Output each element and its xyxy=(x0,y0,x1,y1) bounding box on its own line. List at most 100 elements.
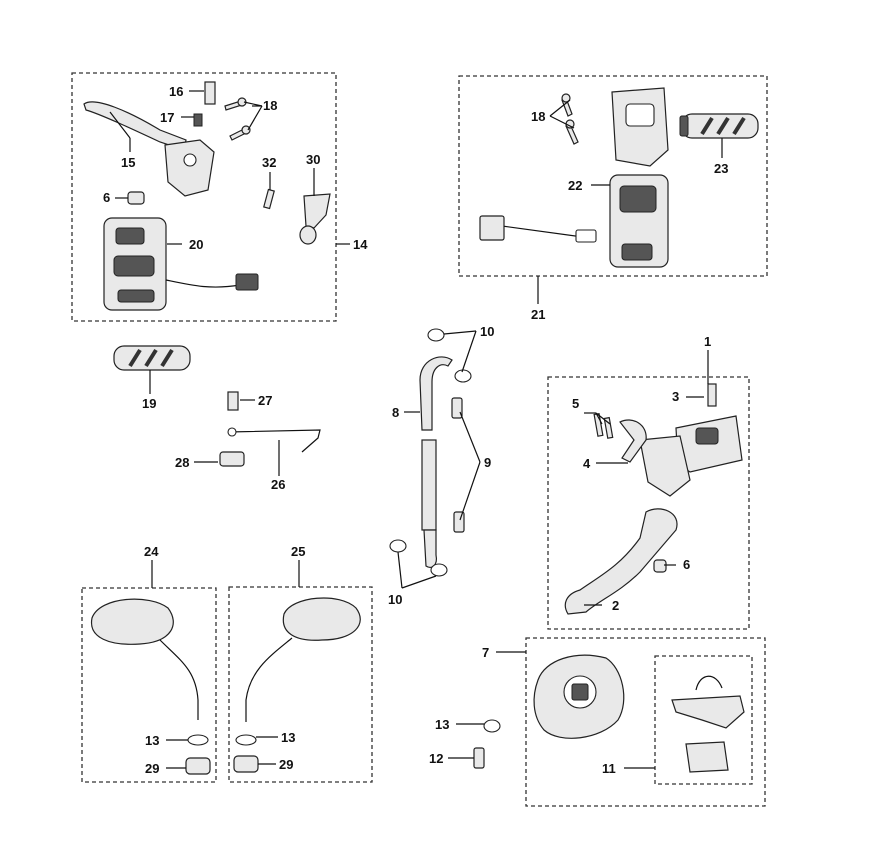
label-24: 24 xyxy=(144,544,159,559)
switch-button-part xyxy=(115,227,145,245)
label-18-left: 18 xyxy=(263,98,277,113)
washer-10-c-part xyxy=(389,539,407,553)
washer-13-left-part xyxy=(187,734,209,746)
label-13-caliper: 13 xyxy=(435,717,449,732)
washer-10-d-part xyxy=(430,563,448,577)
right-switch-button-part xyxy=(619,185,657,213)
label-18-right: 18 xyxy=(531,109,545,124)
bolt-16-part xyxy=(204,81,216,105)
throttle-housing-part xyxy=(611,87,669,167)
label-29-left: 29 xyxy=(145,761,159,776)
label-13-left: 13 xyxy=(145,733,159,748)
screw-32-part xyxy=(263,188,275,210)
nut-29-right-part xyxy=(233,755,259,773)
label-21: 21 xyxy=(531,307,545,322)
washer-10-a-part xyxy=(427,328,445,342)
master-cylinder-body-part xyxy=(639,435,691,497)
banjo-bolt-9-a-part xyxy=(451,397,463,419)
washer-13-caliper-part xyxy=(483,719,501,733)
right-mirror-head-part xyxy=(282,597,361,641)
label-8: 8 xyxy=(392,405,399,420)
brake-hose-lower-part xyxy=(421,439,437,531)
screws-18-right-part xyxy=(561,93,579,145)
bolt-12-part xyxy=(473,747,485,769)
lever-perch-part xyxy=(164,139,215,197)
label-2: 2 xyxy=(612,598,619,613)
label-14: 14 xyxy=(353,237,368,252)
banjo-bolt-9-b-part xyxy=(453,511,465,533)
caliper-piston-center-part xyxy=(571,683,589,701)
label-4: 4 xyxy=(583,456,591,471)
caliper-group-box xyxy=(525,637,766,807)
label-7: 7 xyxy=(482,645,489,660)
left-switch-connector-part xyxy=(235,273,259,291)
left-grip-pattern-part xyxy=(128,348,174,368)
nut-17-part xyxy=(193,113,203,127)
brake-hose-end-part xyxy=(423,529,437,568)
leader-lines xyxy=(109,90,723,769)
screws-18-left-part xyxy=(224,97,251,141)
label-15: 15 xyxy=(121,155,135,170)
label-16: 16 xyxy=(169,84,183,99)
bracket-30-part xyxy=(303,193,331,229)
right-switch-group-box xyxy=(458,75,768,277)
pad-spring-part xyxy=(695,675,723,691)
screws-5-part xyxy=(593,412,614,439)
label-32: 32 xyxy=(262,155,276,170)
label-9: 9 xyxy=(484,455,491,470)
label-1: 1 xyxy=(704,334,711,349)
brake-pad-upper-part xyxy=(671,695,745,729)
brake-hose-upper-part xyxy=(419,356,453,431)
washer-10-b-part xyxy=(454,369,472,383)
switch-rocker-part xyxy=(113,255,155,277)
label-30: 30 xyxy=(306,152,320,167)
label-5: 5 xyxy=(572,396,579,411)
brake-pad-group-box xyxy=(654,655,753,785)
label-29-right: 29 xyxy=(279,757,293,772)
label-23: 23 xyxy=(714,161,728,176)
rod-26-part xyxy=(227,429,321,453)
screw-3-part xyxy=(707,383,717,407)
master-cylinder-group-box xyxy=(547,376,750,630)
throttle-housing-window-part xyxy=(625,103,655,127)
washer-13-right-part xyxy=(235,734,257,746)
brake-pad-lower-part xyxy=(685,741,729,773)
left-mirror-group-box xyxy=(81,587,217,783)
label-10-bottom: 10 xyxy=(388,592,402,607)
clamp-4-part xyxy=(619,419,647,463)
label-27: 27 xyxy=(258,393,272,408)
collar-6-left-part xyxy=(127,191,145,205)
label-6-left: 6 xyxy=(103,190,110,205)
label-10-top: 10 xyxy=(480,324,494,339)
right-switch-start-part xyxy=(621,243,653,261)
switch-horn-button-part xyxy=(117,289,155,303)
collar-6-right-part xyxy=(653,559,667,573)
label-6-right: 6 xyxy=(683,557,690,572)
label-13-right: 13 xyxy=(281,730,295,745)
label-11: 11 xyxy=(602,761,616,776)
label-3: 3 xyxy=(672,389,679,404)
nut-29-left-part xyxy=(185,757,211,775)
right-grip-pattern-part xyxy=(700,116,746,136)
label-25: 25 xyxy=(291,544,305,559)
right-switch-plug-part xyxy=(575,229,597,243)
rod-26-end-part xyxy=(227,427,237,437)
bolt-27-part xyxy=(227,391,239,411)
clip-28-part xyxy=(219,451,245,467)
right-mirror-group-box xyxy=(228,586,373,783)
right-switch-connector-part xyxy=(479,215,505,241)
perch-pivot-part xyxy=(183,153,197,167)
left-mirror-head-part xyxy=(91,598,174,645)
label-17: 17 xyxy=(160,110,174,125)
label-19: 19 xyxy=(142,396,156,411)
label-22: 22 xyxy=(568,178,582,193)
left-switch-wiring-part xyxy=(165,279,241,288)
brake-lever-part xyxy=(564,508,678,615)
label-28: 28 xyxy=(175,455,189,470)
left-mirror-stem-part xyxy=(159,639,199,720)
label-12: 12 xyxy=(429,751,443,766)
bracket-30-knob-part xyxy=(299,225,317,245)
right-grip-end-part xyxy=(679,115,689,137)
label-26: 26 xyxy=(271,477,285,492)
